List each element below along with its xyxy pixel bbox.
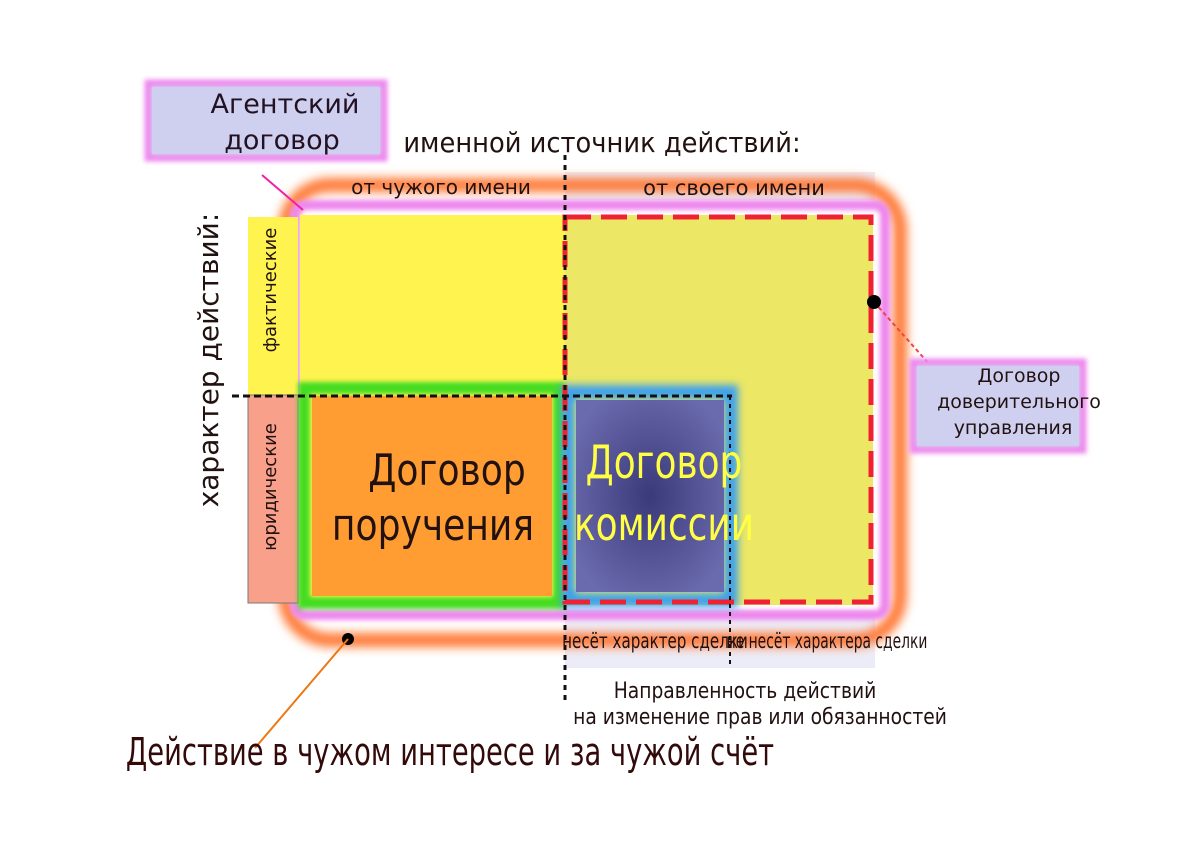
agent-connector [261,174,304,211]
direction-line1: Направленность действий [614,678,877,704]
source-axis-title: именной источник действий: [403,127,800,159]
legal-bar [247,394,299,604]
source-right-label: от своего имени [643,176,825,200]
assignment-glow [298,382,565,609]
trust-dot [867,295,881,309]
agent-contract-line1: Агентский [211,89,360,120]
source-left-label: от чужого имени [351,175,531,199]
deal-no-label: не несёт характера сделки [727,629,928,654]
commission-line1: Договор [586,436,743,490]
interest-connector [254,638,349,749]
trust-line2: доверительного [937,391,1101,413]
commission-box [576,400,724,592]
interest-label: Действие в чужом интересе и за чужой счё… [126,729,774,774]
trust-connector [873,301,931,366]
direction-line2: на изменение прав или обязанностей [573,704,947,730]
trust-line3: управления [954,417,1073,439]
assignment-box [312,396,552,596]
deal-yes-label: несёт характер сделки [562,630,748,654]
character-bottom-label: юридические [260,423,281,551]
trust-line1: Договор [978,365,1061,387]
assignment-line1: Договор [368,446,525,496]
assignment-line2: поручения [332,501,534,551]
agent-contract-line2: договор [224,125,339,156]
character-axis-title: характер действий: [192,213,225,508]
commission-line2: комиссии [574,498,754,552]
factual-bar [248,217,298,395]
character-top-label: фактические [260,228,281,353]
